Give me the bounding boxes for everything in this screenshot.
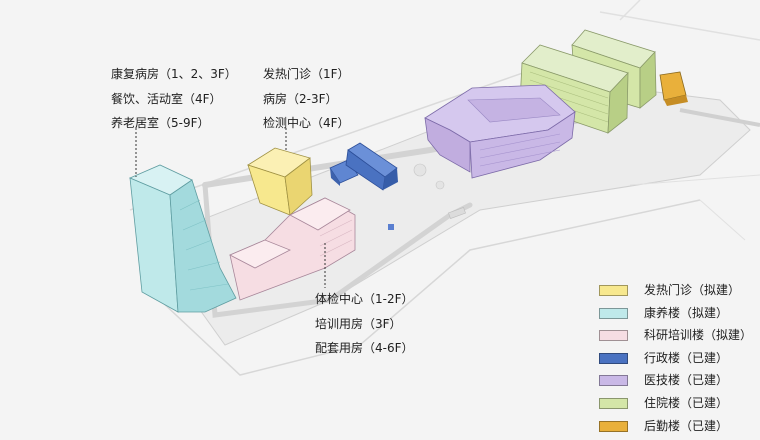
callout-line: 检测中心（4F） <box>263 116 350 130</box>
legend-label: 后勤楼（已建） <box>644 418 729 433</box>
fever-clinic-building <box>247 147 313 216</box>
leader-lines <box>135 128 326 288</box>
legend-label: 医技楼（已建） <box>644 373 729 388</box>
kangyang-building <box>128 164 237 313</box>
medical-tech-building <box>424 84 576 179</box>
legend-swatch <box>599 375 628 387</box>
legend-label: 行政楼（已建） <box>644 350 729 365</box>
research-building <box>229 197 356 301</box>
callout-research: 体检中心（1-2F） 培训用房（3F） 配套用房（4-6F） <box>315 287 414 361</box>
inpatient-building-front <box>519 44 629 134</box>
callout-line: 配套用房（4-6F） <box>315 341 414 355</box>
callout-line: 餐饮、活动室（4F） <box>111 91 222 106</box>
legend-swatch <box>599 397 628 409</box>
legend-swatch <box>599 307 628 319</box>
callout-line: 病房（2-3F） <box>263 91 338 106</box>
legend-swatch <box>599 330 628 342</box>
logistics-building <box>659 71 688 106</box>
legend-label: 康养楼（拟建） <box>644 305 729 320</box>
callout-fever-clinic: 发热门诊（1F） 病房（2-3F） 检测中心（4F） <box>263 62 350 136</box>
legend-label: 科研培训楼（拟建） <box>644 328 753 343</box>
legend-swatch <box>599 420 628 432</box>
callout-line: 体检中心（1-2F） <box>315 292 414 306</box>
admin-building <box>329 142 398 191</box>
legend-label: 发热门诊（拟建） <box>644 283 741 297</box>
site-details <box>388 163 466 230</box>
callout-line: 培训用房（3F） <box>315 316 402 331</box>
legend-swatch <box>599 285 628 296</box>
callout-line: 康复病房（1、2、3F） <box>111 67 237 81</box>
callout-line: 养老居室（5-9F） <box>111 116 210 130</box>
callout-kangyang: 康复病房（1、2、3F） 餐饮、活动室（4F） 养老居室（5-9F） <box>111 62 237 136</box>
callout-line: 发热门诊（1F） <box>263 67 350 81</box>
legend-label: 住院楼（已建） <box>644 395 729 410</box>
legend-swatch <box>599 352 628 364</box>
